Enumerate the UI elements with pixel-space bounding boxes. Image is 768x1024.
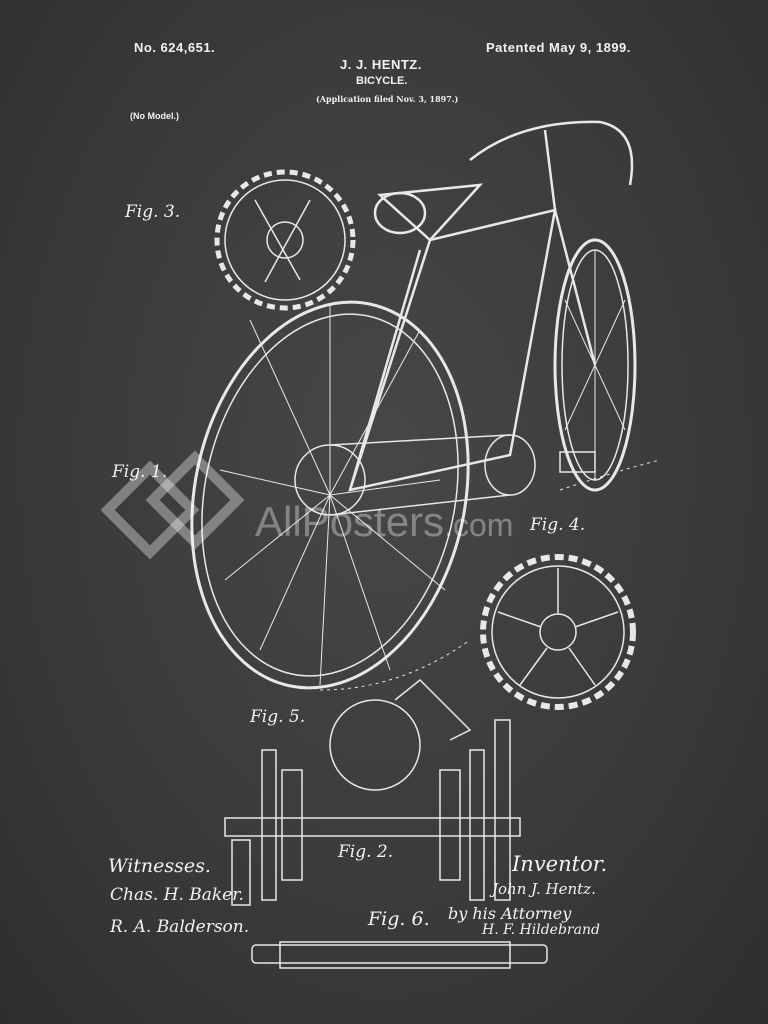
inventor-name: J. J. HENTZ.	[340, 57, 422, 72]
fig3-label: Fig. 3.	[125, 202, 181, 222]
fig2-axle	[224, 719, 521, 906]
inventor-signature: John J. Hentz.	[492, 880, 596, 898]
witness-signature-2: R. A. Balderson.	[110, 917, 250, 937]
fig4-label: Fig. 4.	[530, 515, 586, 535]
fig6-shaft	[251, 941, 548, 969]
attorney-label: by his Attorney	[448, 904, 572, 923]
watermark-brand: AllPosters	[255, 498, 445, 545]
attorney-signature: H. F. Hildebrand	[482, 922, 600, 938]
rear-wheel	[190, 300, 470, 690]
patent-date: Patented May 9, 1899.	[486, 40, 631, 55]
fig1-label: Fig. 1.	[112, 462, 168, 482]
front-wheel	[553, 238, 637, 492]
watermark-logo	[100, 450, 245, 560]
patent-number: No. 624,651.	[134, 40, 216, 55]
application-date: (Application filed Nov. 3, 1897.)	[316, 94, 459, 104]
ground-shading	[319, 459, 661, 691]
fig3-sprocket	[214, 169, 356, 311]
model-note: (No Model.)	[130, 111, 179, 121]
witnesses-label: Witnesses.	[108, 855, 211, 877]
watermark-suffix: .com	[444, 507, 514, 543]
chain-drive	[294, 434, 596, 516]
fig6-label: Fig. 6.	[368, 908, 430, 930]
fig5-label: Fig. 5.	[250, 707, 306, 727]
inventor-label: Inventor.	[512, 852, 608, 876]
bicycle-frame	[348, 120, 634, 492]
invention-title: BICYCLE.	[356, 75, 408, 87]
fig2-label: Fig. 2.	[338, 842, 394, 862]
watermark-text: AllPosters.com	[255, 498, 513, 546]
witness-signature-1: Chas. H. Baker.	[110, 885, 244, 905]
fig5-crank	[329, 678, 472, 791]
fig4-sprocket	[480, 554, 636, 710]
